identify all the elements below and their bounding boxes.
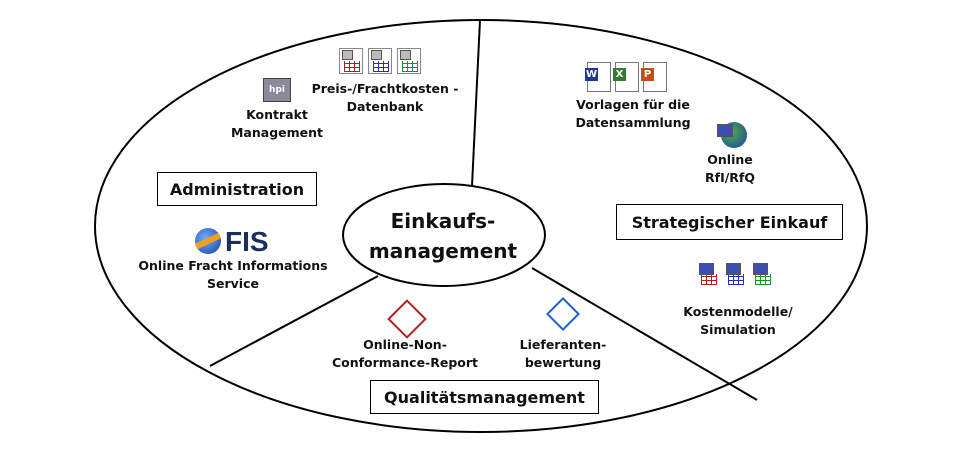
section-label: Strategischer Einkauf xyxy=(631,212,828,232)
word-document-icon: W xyxy=(585,62,611,92)
section-label: Qualitätsmanagement xyxy=(384,387,585,407)
section-box-strategischer-einkauf: Strategischer Einkauf xyxy=(616,204,843,240)
item-preis-frachtkosten-datenbank: Preis-/Frachtkosten -Datenbank xyxy=(311,81,459,114)
item-kostenmodelle-simulation: Kostenmodelle/Simulation xyxy=(683,304,793,337)
section-label: Administration xyxy=(169,179,305,199)
spreadsheet-green-icon xyxy=(397,48,421,74)
section-box-qualitaetsmanagement: Qualitätsmanagement xyxy=(370,380,599,414)
fis-logo: FIS xyxy=(194,228,269,256)
section-box-administration: Administration xyxy=(157,172,317,206)
computer-spreadsheet-blue-icon xyxy=(724,262,746,286)
center-ellipse xyxy=(342,183,546,287)
spreadsheet-blue-icon xyxy=(368,48,392,74)
center-title-line1: Einkaufs- xyxy=(390,209,496,233)
hpi-archive-icon: hpi xyxy=(263,78,291,102)
divider-right xyxy=(531,267,758,401)
powerpoint-document-icon: P xyxy=(641,62,667,92)
excel-document-icon: X xyxy=(613,62,639,92)
spreadsheet-red-icon xyxy=(339,48,363,74)
office-documents-icons: W X P xyxy=(585,62,667,92)
computer-spreadsheet-green-icon xyxy=(751,262,773,286)
outer-ellipse xyxy=(94,19,868,433)
item-lieferantenbewertung: Lieferanten-bewertung xyxy=(519,337,607,370)
divider-top xyxy=(471,19,481,187)
globe-computer-icon xyxy=(717,120,747,148)
divider-left xyxy=(209,275,379,367)
computer-spreadsheet-red-icon xyxy=(697,262,719,286)
center-title: Einkaufs- management xyxy=(369,206,517,266)
item-online-non-conformance-report: Online-Non-Conformance-Report xyxy=(331,337,479,370)
center-title-line2: management xyxy=(368,239,518,263)
spreadsheet-icons xyxy=(339,48,421,74)
computer-spreadsheet-icons xyxy=(697,262,773,286)
